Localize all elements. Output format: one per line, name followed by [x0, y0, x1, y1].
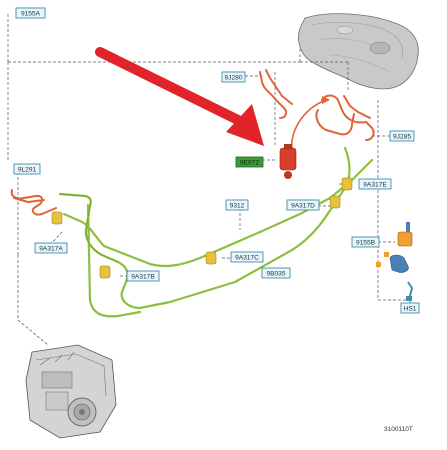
clip-9a317b — [99, 265, 111, 279]
svg-text:9E972: 9E972 — [240, 160, 259, 167]
svg-text:9B035: 9B035 — [266, 271, 285, 278]
svg-text:9A317C: 9A317C — [235, 255, 259, 262]
svg-text:9155B: 9155B — [356, 240, 376, 247]
svg-text:9J280: 9J280 — [225, 75, 243, 82]
svg-text:9J285: 9J285 — [393, 134, 411, 141]
label-9e972: 9E972 — [235, 156, 264, 168]
clip-9a317c — [205, 251, 217, 265]
featured-component — [279, 144, 297, 179]
label-9312: 9312 — [225, 199, 249, 211]
engine-illustration — [25, 344, 117, 439]
svg-text:9155A: 9155A — [21, 11, 41, 18]
pipe-clips — [51, 177, 353, 279]
label-9b035: 9B035 — [261, 267, 291, 279]
drawing-code: 3100110T — [384, 426, 413, 433]
clip-9a317d — [329, 195, 341, 209]
fuel-tank-illustration — [298, 13, 419, 90]
svg-text:9312: 9312 — [230, 203, 245, 210]
label-9a317e: 9A317E — [358, 178, 392, 190]
fuel-orange-pipes — [10, 69, 375, 216]
svg-text:9A317A: 9A317A — [39, 246, 63, 253]
label-9j280: 9J280 — [221, 71, 246, 83]
svg-text:9A317B: 9A317B — [131, 274, 155, 281]
svg-text:9L291: 9L291 — [18, 167, 37, 174]
label-9l291: 9L291 — [13, 163, 41, 175]
svg-text:9A317D: 9A317D — [291, 203, 315, 210]
label-9j285: 9J285 — [389, 130, 415, 142]
fuel-supply-pipes — [58, 146, 374, 318]
label-9a317a: 9A317A — [34, 242, 68, 254]
right-components — [376, 222, 414, 301]
clip-9a317a — [51, 211, 63, 225]
label-9a317c: 9A317C — [230, 251, 264, 263]
clip-9a317e — [341, 177, 353, 191]
red-pointer-arrow — [95, 47, 264, 146]
label-9155a: 9155A — [15, 7, 46, 19]
label-hs1: HS1 — [400, 302, 420, 314]
label-9a317d: 9A317D — [286, 199, 320, 211]
label-9155b: 9155B — [351, 236, 380, 248]
label-9a317b: 9A317B — [126, 270, 160, 282]
svg-text:HS1: HS1 — [404, 306, 417, 313]
svg-text:9A317E: 9A317E — [363, 182, 387, 189]
